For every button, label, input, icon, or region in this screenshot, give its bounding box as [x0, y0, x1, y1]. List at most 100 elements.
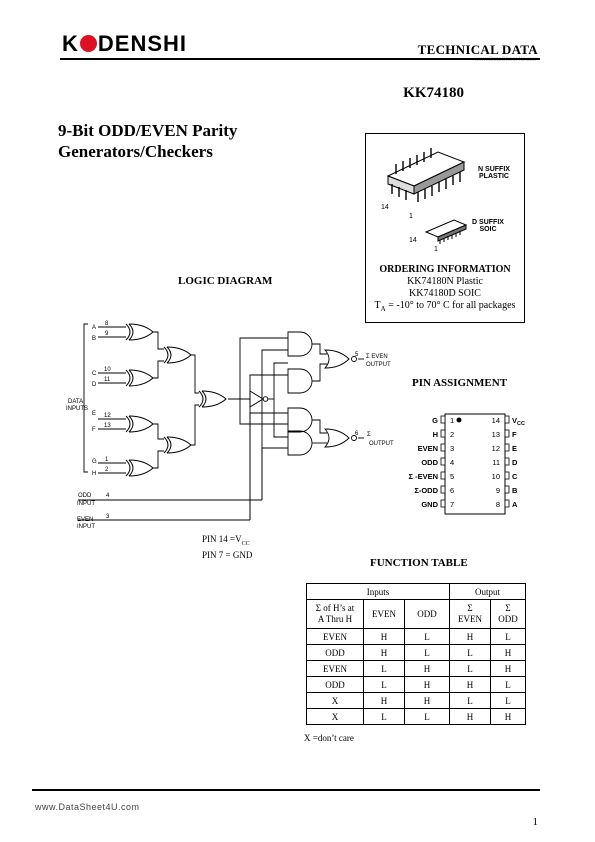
data-inputs-label-1: DATA	[68, 399, 83, 405]
soic-package-icon	[424, 219, 468, 244]
pin-right-14-num: 14	[492, 416, 500, 425]
pin-note-gnd: PIN 7 = GND	[202, 549, 253, 560]
d-type-text: SOIC	[479, 226, 497, 233]
pin-left-3-num: 3	[450, 444, 454, 453]
output-odd-label-1: Σ	[367, 432, 371, 438]
input-d-label: D	[92, 382, 97, 388]
col-even-header: EVEN	[363, 599, 405, 629]
pin-left-1-num: 1	[450, 416, 454, 425]
vcc-subscript: CC	[517, 421, 525, 427]
table-footnote: X =don’t care	[304, 733, 354, 743]
input-c-pin: 10	[104, 367, 111, 373]
logo-text-k: K	[62, 31, 79, 57]
pin-note-vcc-sub: CC	[241, 540, 250, 547]
col-sigma-odd-line-2: ODD	[498, 614, 518, 624]
soic-pin1-label: 1	[434, 246, 438, 253]
even-input-label-1: EVEN	[77, 517, 93, 523]
group-output: Output	[449, 583, 526, 600]
package-illustrations: 14 1 14 1	[381, 148, 468, 253]
pin-note-vcc-text: PIN 14 =V	[202, 534, 242, 544]
output-odd-label-2: OUTPUT	[369, 441, 394, 447]
table-cell: L	[490, 676, 526, 693]
d-suffix-text: D SUFFIX	[472, 219, 504, 226]
pin-left-5-num: 5	[450, 472, 454, 481]
input-c-label: C	[92, 371, 97, 377]
pin-left-1-name: G	[432, 416, 438, 425]
input-a-pin: 8	[105, 321, 109, 327]
col-odd-header: ODD	[404, 599, 450, 629]
even-input-label-2: INPUT	[77, 524, 95, 530]
table-cell: L	[490, 628, 526, 645]
input-e-pin: 12	[104, 413, 111, 419]
table-cell: L	[404, 708, 450, 725]
table-cell: H	[490, 644, 526, 661]
input-f-pin: 13	[104, 423, 111, 429]
table-cell: H	[363, 644, 405, 661]
input-h-label: H	[92, 471, 96, 477]
package-box: 14 1 14 1 N SUFFIX PLASTIC D SUFFIX SOIC	[365, 133, 525, 323]
table-cell: EVEN	[306, 660, 364, 677]
table-cell: H	[490, 708, 526, 725]
ic-body	[444, 413, 506, 515]
pin-right-11-name: D	[512, 458, 518, 467]
output-even-label-2: OUTPUT	[366, 362, 391, 368]
table-cell: X	[306, 708, 364, 725]
pin-right-8-name: A	[512, 500, 518, 509]
page-number: 1	[532, 816, 539, 828]
pin-right-8-num: 8	[496, 500, 500, 509]
odd-input-label-1: ODD	[78, 493, 92, 499]
pin-left-3-name: EVEN	[418, 444, 438, 453]
dip-pin1-label: 1	[409, 213, 413, 220]
pin-right-9-name: B	[512, 486, 518, 495]
pin-right-12-num: 12	[492, 444, 500, 453]
temp-subscript: A	[380, 305, 386, 313]
pin-left-2-num: 2	[450, 430, 454, 439]
logo-text-rest: DENSHI	[97, 31, 188, 57]
part-number: KK74180	[403, 85, 464, 101]
pin-left-7-num: 7	[450, 500, 454, 509]
pin1-dot-icon	[456, 417, 462, 423]
input-d-pin: 11	[104, 377, 111, 383]
table-cell: H	[449, 708, 491, 725]
data-inputs-label-2: INPUTS	[66, 406, 88, 412]
table-cell: L	[363, 708, 405, 725]
d-suffix-label: D SUFFIX SOIC	[458, 219, 518, 233]
pin-left-6-num: 6	[450, 486, 454, 495]
footer-rule	[32, 789, 540, 791]
n-type-text: PLASTIC	[479, 173, 509, 180]
pin-left-7-name: GND	[421, 500, 438, 509]
table-cell: H	[363, 628, 405, 645]
table-cell: L	[404, 644, 450, 661]
odd-input-pin: 4	[106, 493, 110, 499]
col-sigma-even-line-1: Σ	[467, 603, 473, 613]
dip-package-icon	[386, 148, 466, 202]
logic-diagram: DATA INPUTS A B C D E F G H 8 9 10 11 12…	[66, 321, 394, 530]
pin-notes: PIN 14 =VCC PIN 7 = GND	[202, 534, 252, 561]
ordering-info: ORDERING INFORMATION KK74180N Plastic KK…	[366, 264, 524, 315]
ordering-line-2: KK74180D SOIC	[409, 288, 481, 299]
function-table-heading: FUNCTION TABLE	[370, 557, 468, 569]
watermark-text: www.DataSheet4U.com	[474, 57, 538, 63]
output-even-label-1: Σ EVEN	[366, 354, 388, 360]
pin-left-2-name: H	[433, 430, 438, 439]
table-cell: ODD	[306, 644, 364, 661]
ordering-heading: ORDERING INFORMATION	[379, 264, 511, 275]
pin-assignment-heading: PIN ASSIGNMENT	[412, 377, 508, 389]
ordering-line-1: KK74180N Plastic	[407, 276, 483, 287]
table-cell: H	[404, 660, 450, 677]
kodenshi-logo: K DENSHI	[62, 30, 187, 57]
table-group-row: Inputs Output	[306, 583, 526, 600]
col-sum-line-2: A Thru H	[317, 614, 353, 624]
pin-right-10-num: 10	[492, 472, 500, 481]
pin-left-4-name: ODD	[421, 458, 438, 467]
table-cell: L	[363, 676, 405, 693]
doc-type-label: TECHNICAL DATA	[417, 42, 538, 57]
page-title: 9-Bit ODD/EVEN Parity Generators/Checker…	[58, 121, 238, 161]
ordering-temp: TA = -10° to 70° C for all packages	[366, 300, 524, 315]
pin-left-5-name: Σ -EVEN	[408, 472, 438, 481]
